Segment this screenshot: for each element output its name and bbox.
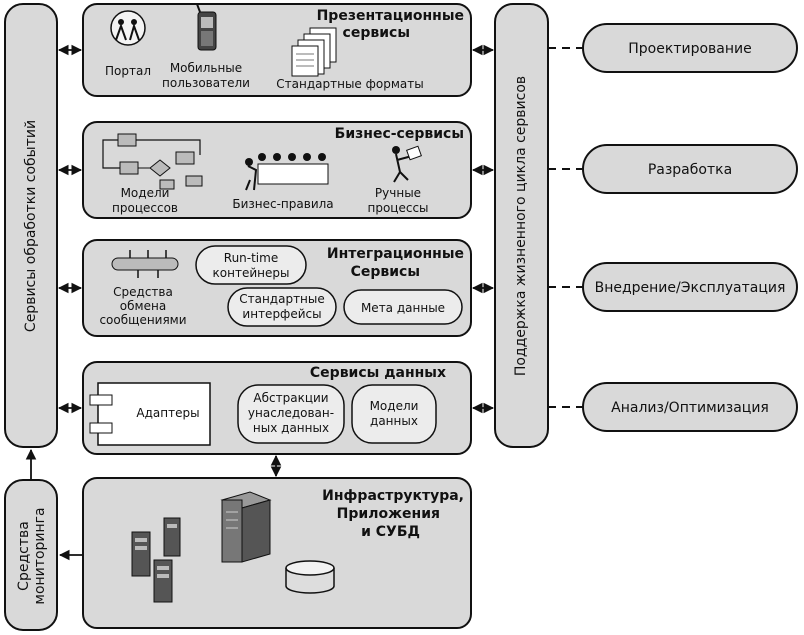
documents-stack-icon <box>291 27 337 77</box>
metadata-pill: Мета данные <box>343 289 463 325</box>
integration-title-line2: Сервисы <box>351 264 420 280</box>
lifecycle-support-bar: Поддержка жизненного цикла сервисов <box>494 3 549 448</box>
left-double-arrows <box>57 44 83 414</box>
std-interfaces-label-line2: интерфейсы <box>242 307 321 321</box>
manual-process-label-line1: Ручные <box>375 186 421 200</box>
lifecycle-support-label: Поддержка жизненного цикла сервисов <box>513 76 529 376</box>
formats-label: Стандартные форматы <box>276 77 423 91</box>
presentation-title-line2: сервисы <box>343 25 410 41</box>
monitoring-bar: Средства мониторинга <box>4 479 58 631</box>
data-models-pill: Модели данных <box>351 384 437 444</box>
legacy-label-line3: ных данных <box>253 421 329 435</box>
business-rules-label: Бизнес-правила <box>232 197 333 211</box>
legacy-abstraction-pill: Абстракции унаследован- ных данных <box>237 384 345 444</box>
runtime-label-line1: Run-time <box>224 251 278 265</box>
adapters-box: Адаптеры <box>89 382 211 446</box>
metadata-label: Мета данные <box>361 301 445 315</box>
portal-label: Портал <box>105 64 151 78</box>
presentation-services-box: Презентационные сервисы Портал Мобильные… <box>82 3 472 97</box>
infra-title-line3: и СУБД <box>361 524 420 540</box>
analysis-label: Анализ/Оптимизация <box>611 400 769 416</box>
manual-process-label-line2: процессы <box>367 201 428 215</box>
mobile-label-line1: Мобильные <box>170 61 242 75</box>
monitoring-label-line2: мониторинга <box>32 507 48 604</box>
integration-title-line1: Интеграционные <box>327 246 464 262</box>
business-title: Бизнес-сервисы <box>335 126 464 142</box>
data-models-label-line2: данных <box>370 414 418 428</box>
data-services-box: Сервисы данных Адаптеры Абстракции унасл… <box>82 361 472 455</box>
legacy-label-line1: Абстракции <box>253 391 328 405</box>
lifecycle-dashed-connectors <box>548 47 583 408</box>
portal-icon <box>110 10 146 46</box>
infra-title-line1: Инфраструктура, <box>322 488 464 504</box>
process-models-label-line1: Модели <box>121 186 170 200</box>
messaging-label-line2: обмена <box>120 299 166 313</box>
mainframe-server-icon <box>220 491 272 563</box>
integration-services-box: Интеграционные Сервисы Средства обмена с… <box>82 239 472 337</box>
lifecycle-deploy-pill: Внедрение/Эксплуатация <box>582 262 798 312</box>
manual-process-icon <box>392 145 422 183</box>
business-rules-icon <box>245 153 329 191</box>
design-label: Проектирование <box>628 41 751 57</box>
monitoring-label-line1: Средства <box>16 521 32 591</box>
lifecycle-design-pill: Проектирование <box>582 23 798 73</box>
deploy-label: Внедрение/Эксплуатация <box>595 280 786 296</box>
runtime-containers-pill: Run-time контейнеры <box>195 245 307 285</box>
data-services-title: Сервисы данных <box>310 365 446 381</box>
mobile-phone-icon <box>196 3 217 51</box>
adapters-label: Адаптеры <box>136 406 199 420</box>
server-cluster-icon <box>131 517 181 603</box>
messaging-label-line3: сообщениями <box>99 313 186 327</box>
standard-interfaces-pill: Стандартные интерфейсы <box>227 287 337 327</box>
development-label: Разработка <box>648 162 732 178</box>
runtime-label-line2: контейнеры <box>213 266 290 280</box>
message-bus-icon <box>111 250 179 278</box>
presentation-title-line1: Презентационные <box>317 8 464 24</box>
infra-title-line2: Приложения <box>337 506 440 522</box>
right-double-arrows <box>471 44 495 414</box>
database-icon <box>285 560 335 594</box>
event-processing-bar: Сервисы обработки событий <box>4 3 58 448</box>
process-models-label-line2: процессов <box>112 201 178 215</box>
business-services-box: Бизнес-сервисы Модели процессов Бизнес-п… <box>82 121 472 219</box>
legacy-label-line2: унаследован- <box>248 406 334 420</box>
messaging-label-line1: Средства <box>113 285 173 299</box>
std-interfaces-label-line1: Стандартные <box>239 292 325 306</box>
lifecycle-analysis-pill: Анализ/Оптимизация <box>582 382 798 432</box>
mobile-label-line2: пользователи <box>162 76 250 90</box>
lifecycle-development-pill: Разработка <box>582 144 798 194</box>
data-models-label-line1: Модели <box>370 399 419 413</box>
process-model-icon <box>102 133 203 190</box>
infrastructure-box: Инфраструктура, Приложения и СУБД <box>82 477 472 629</box>
event-processing-label: Сервисы обработки событий <box>23 120 39 332</box>
